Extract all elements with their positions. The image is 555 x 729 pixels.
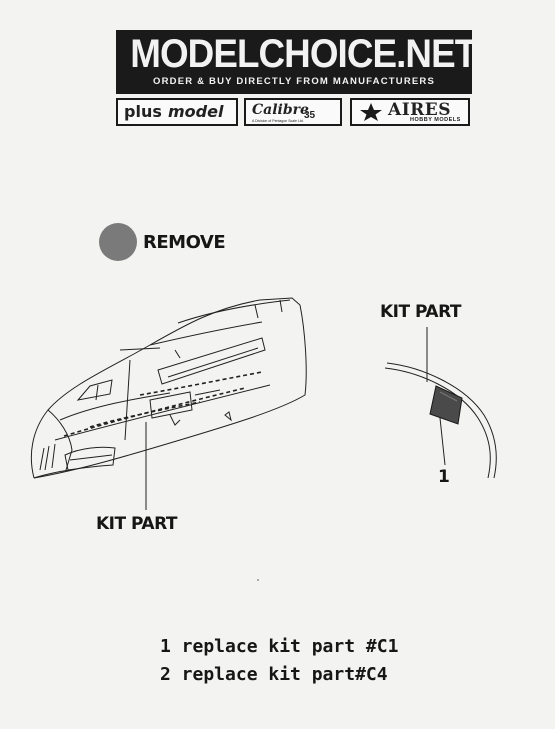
instruction-line-2: 2 replace kit part#C4 — [160, 664, 388, 685]
callout-one-leader — [439, 417, 446, 466]
fuselage-nose-drawing — [30, 297, 307, 479]
remove-label: REMOVE — [143, 232, 226, 253]
brand-banner: MODELCHOICE.NET ORDER & BUY DIRECTLY FRO… — [116, 30, 477, 94]
replacement-part-c1-edge — [439, 391, 458, 402]
kit-part-detail — [384, 362, 497, 479]
calibre-logo: Calibre 35 A Division of Pentagon Scale … — [244, 98, 342, 126]
nose-engraving-detail — [39, 443, 56, 471]
aires-star-icon — [360, 103, 382, 121]
calibre-logo-name: Calibre — [252, 102, 309, 118]
brand-title: MODELCHOICE.NET — [130, 32, 477, 76]
plusmodel-logo-model: model — [168, 102, 224, 121]
plusmodel-logo-plus: plus — [124, 102, 162, 121]
remove-legend-dot — [99, 223, 137, 261]
aires-logo-tagline: HOBBY MODELS — [410, 117, 461, 123]
paper-speck — [257, 579, 259, 581]
calibre-logo-number: 35 — [304, 110, 316, 121]
kit-part-top-label: KIT PART — [380, 302, 462, 322]
panel-line-dashes — [63, 371, 263, 437]
aires-logo: AIRES HOBBY MODELS — [350, 98, 470, 126]
instruction-line-1: 1 replace kit part #C1 — [160, 636, 399, 657]
kit-part-bottom-label: KIT PART — [96, 514, 178, 534]
replacement-part-c1 — [429, 385, 463, 425]
calibre-logo-fineprint: A Division of Pentagon Scale Ltd. — [252, 119, 304, 123]
brand-subtitle: ORDER & BUY DIRECTLY FROM MANUFACTURERS — [152, 76, 436, 87]
plusmodel-logo: plus model — [116, 98, 238, 126]
aires-logo-name: AIRES — [388, 100, 452, 120]
callout-number-one: 1 — [438, 467, 450, 487]
